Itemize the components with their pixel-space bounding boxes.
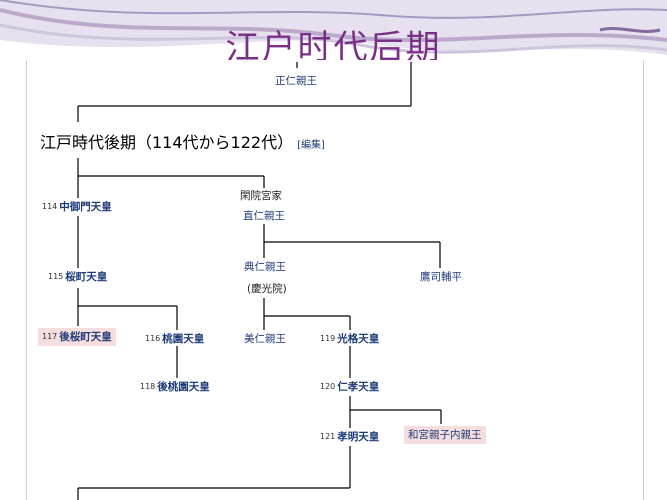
emperor-name: 桃園天皇 (162, 333, 205, 345)
node-kazunomiya[interactable]: 和宮親子内親王 (404, 426, 486, 444)
node-takatsukasa-sukehira[interactable]: 鷹司輔平 (420, 271, 462, 283)
emperor-name: 後桃園天皇 (157, 381, 210, 393)
emperor-name: 中御門天皇 (59, 201, 112, 213)
emperor-name: 光格天皇 (337, 333, 380, 345)
emperor-name: 後桜町天皇 (59, 331, 112, 343)
content-page (26, 60, 644, 500)
node-naohito[interactable]: 直仁親王 (243, 210, 285, 222)
node-house-label: 閑院宮家 (240, 190, 282, 202)
section-heading: 江戸時代後期（114代から122代）[編集] (40, 129, 325, 153)
node-masahito[interactable]: 正仁親王 (275, 75, 317, 87)
era-number: 114 (42, 202, 58, 211)
era-number: 121 (320, 432, 336, 441)
node-sukehito[interactable]: 典仁親王 (244, 261, 286, 273)
era-number: 115 (48, 272, 64, 281)
era-number: 116 (145, 334, 161, 343)
era-number: 118 (140, 382, 156, 391)
emperor-name: 仁孝天皇 (337, 381, 380, 393)
era-number: 120 (320, 382, 336, 391)
edit-link[interactable]: [編集] (297, 140, 325, 151)
emperor-name: 孝明天皇 (337, 431, 380, 443)
node-keikoin: (慶光院) (247, 283, 287, 295)
era-number: 117 (42, 332, 58, 341)
era-number: 119 (320, 334, 336, 343)
emperor-name: 桜町天皇 (65, 271, 108, 283)
section-heading-text: 江戸時代後期（114代から122代） (40, 133, 294, 152)
node-yoshihito[interactable]: 美仁親王 (244, 333, 286, 345)
